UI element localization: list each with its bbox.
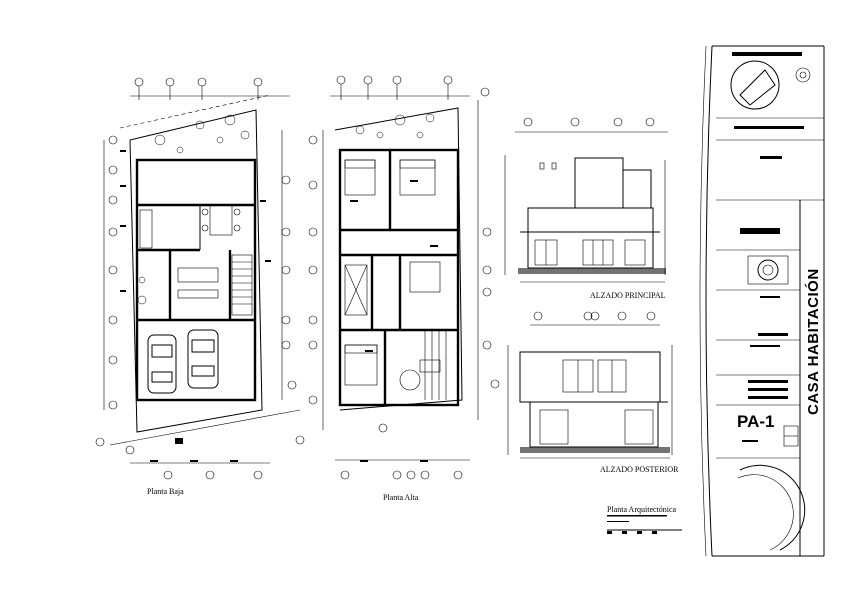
sheet-caption: Planta Arquitectónica	[607, 505, 682, 534]
upper-floor-plan-label: Planta Alta	[383, 493, 419, 502]
ground-floor-plan-label: Planta Baja	[147, 487, 184, 496]
title-block: CASA HABITACIÓN PA-1	[699, 45, 825, 557]
sheet-code: PA-1	[737, 412, 774, 431]
project-title: CASA HABITACIÓN	[804, 268, 822, 415]
rear-elevation: ALZADO POSTERIOR	[507, 311, 679, 474]
rear-elevation-label: ALZADO POSTERIOR	[600, 465, 679, 474]
front-elevation: ALZADO PRINCIPAL	[504, 117, 668, 300]
front-elevation-label: ALZADO PRINCIPAL	[590, 291, 666, 300]
upper-floor-plan: Planta Alta	[295, 75, 500, 502]
ground-floor-plan: Planta Baja	[95, 77, 301, 496]
sheet-caption-title: Planta Arquitectónica	[607, 505, 677, 514]
seal-icon	[747, 255, 789, 285]
